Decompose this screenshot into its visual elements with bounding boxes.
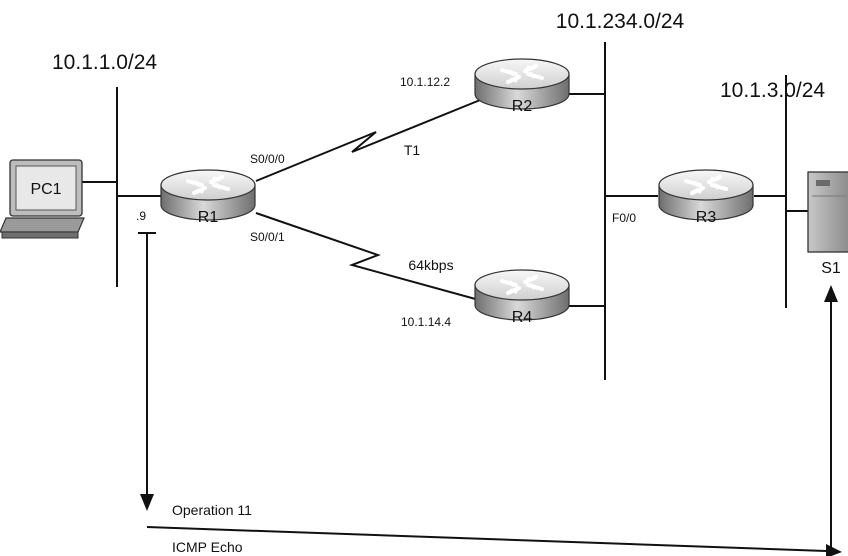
serial-link-r1-r2	[255, 95, 491, 182]
r1-s001-label: S0/0/1	[250, 230, 285, 244]
serial-link-r1-r4	[255, 212, 491, 304]
s1-label: S1	[821, 260, 841, 277]
r1-s000-label: S0/0/0	[250, 152, 285, 166]
lan1-subnet-label: 10.1.1.0/24	[52, 51, 157, 74]
r2-label: R2	[512, 98, 533, 115]
trace-bottom-line	[146, 526, 827, 552]
r4-label: R4	[512, 309, 533, 326]
r1-label: R1	[198, 209, 219, 226]
operation-type-label: ICMP Echo	[172, 539, 243, 555]
pc1-computer-icon	[0, 159, 85, 239]
r3-f00-label: F0/0	[612, 211, 636, 225]
link-r1-r2-label: T1	[404, 142, 421, 158]
r1-host-address: .9	[136, 209, 146, 223]
link-r1-r4-label: 64kbps	[408, 257, 453, 273]
arrowhead-down-icon	[140, 494, 154, 511]
lan3-subnet-label: 10.1.3.0/24	[720, 79, 825, 102]
r3-label: R3	[696, 209, 717, 226]
operation-name-label: Operation 11	[172, 502, 252, 518]
r2-address-label: 10.1.12.2	[400, 75, 450, 89]
pc1-label: PC1	[30, 181, 61, 198]
r4-address-label: 10.1.14.4	[401, 315, 451, 329]
arrowhead-right-icon	[826, 544, 842, 556]
arrowhead-up-icon	[824, 285, 838, 302]
s1-server-icon	[807, 171, 848, 253]
core-subnet-label: 10.1.234.0/24	[556, 10, 685, 33]
